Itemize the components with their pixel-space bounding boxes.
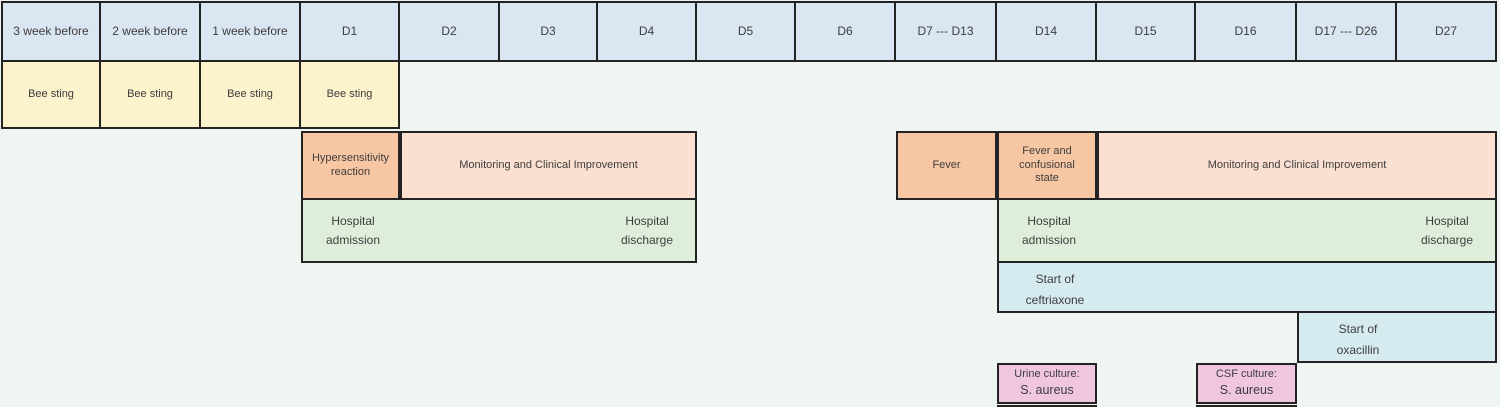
header-cell-2-week-before: 2 week before — [101, 1, 201, 62]
fever-box: Fever — [896, 131, 997, 200]
bee-sting-label: Bee sting — [127, 87, 173, 100]
header-cell-d16: D16 — [1196, 1, 1297, 62]
urine-culture-box: Urine culture: S. aureus — [997, 363, 1097, 404]
header-label: 2 week before — [112, 24, 188, 38]
fever-confusional-box: Fever and confusional state — [997, 131, 1097, 200]
hospital-stay-box-left: Hospital admission Hospital discharge — [301, 198, 697, 263]
hypersensitivity-reaction-label: Hypersensitivity reaction — [311, 151, 390, 178]
hospital-discharge-label: Hospital discharge — [620, 214, 674, 247]
bee-sting-cell-d1: Bee sting — [301, 60, 400, 129]
urine-culture-label: Urine culture: — [1014, 368, 1080, 380]
bee-sting-label: Bee sting — [227, 87, 273, 100]
ceftriaxone-label: Start of ceftriaxone — [1025, 272, 1085, 307]
header-label: D7 --- D13 — [917, 24, 974, 38]
header-cell-d5: D5 — [697, 1, 796, 62]
header-cell-d4: D4 — [598, 1, 697, 62]
header-label: 1 week before — [212, 24, 288, 38]
ceftriaxone-box: Start of ceftriaxone — [997, 261, 1497, 313]
header-cell-d7-d13: D7 --- D13 — [896, 1, 997, 62]
header-cell-1-week-before: 1 week before — [201, 1, 301, 62]
cutoff-culture-box-left — [997, 405, 1097, 407]
header-cell-d14: D14 — [997, 1, 1097, 62]
header-label: D3 — [540, 24, 556, 38]
fever-label: Fever — [932, 158, 961, 171]
header-cell-d6: D6 — [796, 1, 896, 62]
monitoring-label: Monitoring and Clinical Improvement — [459, 158, 638, 171]
monitoring-box-right: Monitoring and Clinical Improvement — [1097, 131, 1497, 200]
monitoring-box-left: Monitoring and Clinical Improvement — [400, 131, 697, 200]
header-cell-d15: D15 — [1097, 1, 1196, 62]
bee-sting-cell-1wk: Bee sting — [201, 60, 301, 129]
header-cell-d2: D2 — [400, 1, 500, 62]
bee-sting-label: Bee sting — [28, 87, 74, 100]
header-label: 3 week before — [13, 24, 89, 38]
hospital-stay-box-right: Hospital admission Hospital discharge — [997, 198, 1497, 263]
header-label: D16 — [1234, 24, 1257, 38]
hospital-discharge-label: Hospital discharge — [1420, 214, 1474, 247]
header-label: D14 — [1034, 24, 1057, 38]
header-label: D6 — [837, 24, 853, 38]
bee-sting-label: Bee sting — [326, 87, 373, 100]
csf-culture-organism: S. aureus — [1219, 383, 1274, 397]
header-label: D5 — [737, 24, 754, 38]
csf-culture-box: CSF culture: S. aureus — [1196, 363, 1297, 404]
oxacillin-label: Start of oxacillin — [1336, 322, 1380, 357]
header-cell-d3: D3 — [500, 1, 598, 62]
header-label: D2 — [441, 24, 457, 38]
header-cell-d1: D1 — [301, 1, 400, 62]
oxacillin-box: Start of oxacillin — [1297, 311, 1497, 363]
monitoring-label: Monitoring and Clinical Improvement — [1207, 158, 1387, 171]
header-label: D15 — [1134, 24, 1157, 38]
header-cell-d17-d26: D17 --- D26 — [1297, 1, 1397, 62]
cutoff-culture-box-right — [1196, 405, 1297, 407]
bee-sting-cell-2wk: Bee sting — [101, 60, 201, 129]
header-cell-3-week-before: 3 week before — [1, 1, 101, 62]
hospital-admission-label: Hospital admission — [325, 214, 381, 247]
fever-confusional-label: Fever and confusional state — [1019, 144, 1075, 185]
header-label: D27 — [1434, 24, 1457, 38]
header-label: D17 --- D26 — [1314, 24, 1378, 38]
urine-culture-organism: S. aureus — [1020, 383, 1074, 397]
csf-culture-label: CSF culture: — [1215, 368, 1278, 380]
hospital-admission-label: Hospital admission — [1021, 214, 1077, 247]
header-cell-d27: D27 — [1397, 1, 1497, 62]
header-label: D1 — [341, 24, 358, 38]
hypersensitivity-reaction-box: Hypersensitivity reaction — [301, 131, 400, 200]
header-label: D4 — [638, 24, 655, 38]
bee-sting-cell-3wk: Bee sting — [1, 60, 101, 129]
